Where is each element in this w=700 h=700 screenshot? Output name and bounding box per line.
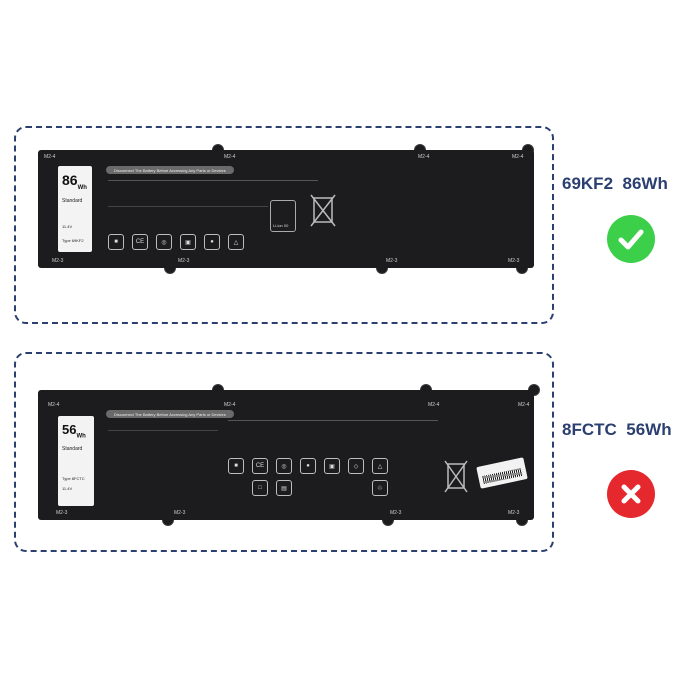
connector-label: M2-3 [56, 510, 68, 516]
connector-label: M2-3 [390, 510, 402, 516]
connector-label: M2-4 [418, 154, 430, 160]
sticker-type-code: Type 8FCTC [62, 476, 85, 481]
battery-panel-69kf2: M2-4 M2-4 M2-4 M2-4 M2-3 M2-3 M2-3 M2-3 … [14, 126, 554, 324]
sticker-voltage: 11.4V [62, 224, 73, 229]
check-icon [607, 215, 655, 263]
compliance-text-block [108, 430, 218, 501]
battery-image-69kf2: M2-4 M2-4 M2-4 M2-4 M2-3 M2-3 M2-3 M2-3 … [38, 150, 534, 268]
certification-icon: ▤ [276, 480, 292, 496]
certification-icon: ◇ [348, 458, 364, 474]
connector-label: M2-3 [508, 258, 520, 264]
barcode-icon [482, 467, 524, 485]
warning-header: Disconnect The Battery Before Accessing … [106, 166, 234, 174]
sticker-type-code: Type 69KF2 [62, 238, 84, 243]
connector-label: M2-3 [52, 258, 64, 264]
recycle-icon: ♲ [372, 480, 388, 496]
warning-text-block [108, 180, 318, 207]
connector-label: M2-4 [428, 402, 440, 408]
certification-icon: ◎ [276, 458, 292, 474]
battery-image-8fctc: M2-4 M2-4 M2-4 M2-4 M2-3 M2-3 M2-3 M2-3 … [38, 390, 534, 520]
certification-icon: ▣ [324, 458, 340, 474]
certification-icon: ■ [228, 458, 244, 474]
warning-triangle-icon: △ [228, 234, 244, 250]
certification-icon: ◎ [156, 234, 172, 250]
sticker-type: Standard [62, 198, 83, 204]
ce-mark-icon: CE [132, 234, 148, 250]
warning-triangle-icon: △ [372, 458, 388, 474]
weee-bin-icon [310, 194, 336, 227]
cross-icon [607, 470, 655, 518]
connector-label: M2-3 [508, 510, 520, 516]
connector-label: M2-4 [518, 402, 530, 408]
certification-icon: ■ [108, 234, 124, 250]
barcode-sticker [476, 457, 528, 489]
connector-label: M2-4 [224, 402, 236, 408]
capacity-sticker: 86Wh Standard 11.4V Type 69KF2 [58, 166, 92, 252]
certification-icon: ● [204, 234, 220, 250]
certification-icon: ▣ [180, 234, 196, 250]
connector-label: M2-3 [386, 258, 398, 264]
warning-text-block [228, 420, 438, 447]
sticker-type: Standard [62, 446, 83, 452]
sticker-capacity: 56Wh [62, 422, 86, 440]
sticker-capacity: 86Wh [62, 172, 87, 191]
sticker-voltage: 11.4V [62, 486, 73, 491]
certification-icon: □ [252, 480, 268, 496]
connector-label: M2-3 [174, 510, 186, 516]
model-label-69kf2: 69KF2 86Wh [562, 174, 668, 193]
model-label-8fctc: 8FCTC 56Wh [562, 420, 672, 439]
certification-icon: ● [300, 458, 316, 474]
multilingual-text-block [108, 206, 268, 219]
connector-label: M2-3 [178, 258, 190, 264]
connector-label: M2-4 [48, 402, 60, 408]
weee-bin-icon [444, 460, 468, 493]
connector-label: M2-4 [44, 154, 56, 160]
battery-panel-8fctc: M2-4 M2-4 M2-4 M2-4 M2-3 M2-3 M2-3 M2-3 … [14, 352, 554, 552]
ce-mark-icon: CE [252, 458, 268, 474]
connector-label: M2-4 [512, 154, 524, 160]
connector-label: M2-4 [224, 154, 236, 160]
warning-header: Disconnect The Battery Before Accessing … [106, 410, 234, 418]
capacity-sticker: 56Wh Standard Type 8FCTC 11.4V [58, 416, 94, 506]
recycle-icon: Li-ion 00 [270, 200, 296, 232]
